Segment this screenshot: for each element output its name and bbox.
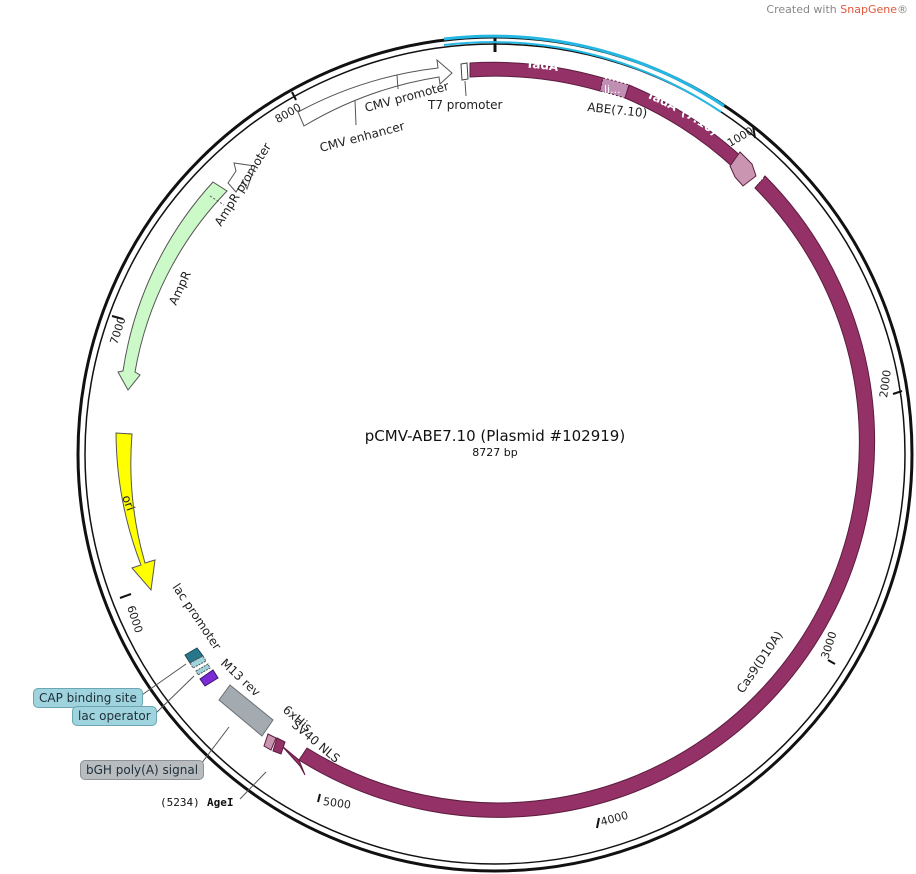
ampr-feature[interactable] (117, 181, 228, 391)
ampr-divider (209, 195, 225, 206)
credit-brand: SnapGene (840, 3, 897, 16)
tick-label-7000: 7000 (107, 315, 128, 346)
cas9-arrowhead (281, 745, 306, 776)
ampr-label: AmpR (166, 269, 194, 307)
tick-label-6000: 6000 (124, 604, 145, 635)
linker-label: li... (604, 83, 621, 96)
highlight-region-inner (443, 41, 722, 113)
tick-label-4000: 4000 (599, 809, 629, 829)
cap-binding-site-callout[interactable]: CAP binding site (33, 688, 143, 708)
plasmid-length: 8727 bp (472, 446, 517, 459)
t7-leader-line (464, 80, 467, 97)
tick-label-5000: 5000 (322, 795, 352, 812)
cas9-feature[interactable] (298, 175, 876, 818)
lac-promoter-label: lac promoter (170, 581, 225, 653)
cmv-enhancer-leader (354, 99, 357, 126)
cmv-divider (396, 74, 399, 90)
tada-star-feature[interactable] (624, 84, 746, 171)
bgh-leader-line (197, 726, 230, 769)
tick-1000 (752, 125, 756, 139)
abe-label: ABE(7.10) (587, 100, 648, 120)
cap-site-feature[interactable] (189, 655, 207, 669)
tick-2000 (892, 390, 903, 395)
tada-label: TadA (525, 57, 560, 74)
agei-enzyme[interactable]: AgeI (207, 796, 234, 809)
cas9-junction (756, 177, 764, 185)
m13-rev-feature[interactable] (199, 669, 219, 687)
6xhis-feature[interactable] (263, 733, 277, 751)
bgh-polya-feature[interactable] (218, 684, 274, 737)
credit-prefix: Created with (766, 3, 841, 16)
bgh-polya-callout[interactable]: bGH poly(A) signal (80, 760, 205, 780)
cap-leader-line (138, 663, 187, 698)
cmv-enhancer-label: CMV enhancer (318, 119, 406, 155)
tick-6000 (119, 593, 132, 599)
tick-label-2000: 2000 (877, 369, 894, 399)
ori-feature[interactable] (115, 432, 156, 592)
agei-leader-line (239, 771, 267, 800)
tick-4000 (596, 817, 600, 829)
lac-operator-feature[interactable] (195, 663, 211, 676)
tick-5000 (317, 793, 321, 803)
ori-label: ori (119, 493, 137, 512)
ampr-promoter-label: AmpR promoter (212, 140, 274, 228)
tick-7000 (111, 315, 124, 320)
highlight-region-outer (443, 34, 725, 108)
sv40-nls-feature[interactable] (272, 737, 286, 755)
lac-operator-leader-line (154, 675, 195, 715)
plasmid-title: pCMV-ABE7.10 (Plasmid #102919) (365, 427, 625, 445)
tick-3000 (827, 659, 836, 665)
cmv-feature[interactable] (297, 58, 453, 127)
t7-promoter-feature[interactable] (460, 62, 469, 81)
credit-reg: ® (897, 3, 908, 16)
abe-arrowhead (729, 151, 757, 187)
t7-promoter-label: T7 promoter (427, 98, 503, 112)
tick-8000 (291, 91, 297, 101)
lac-operator-callout[interactable]: lac operator (72, 706, 157, 726)
ampr-promoter-feature[interactable] (227, 162, 256, 193)
snapgene-credit: Created with SnapGene® (766, 3, 908, 16)
agei-position: (5234) (160, 796, 200, 809)
